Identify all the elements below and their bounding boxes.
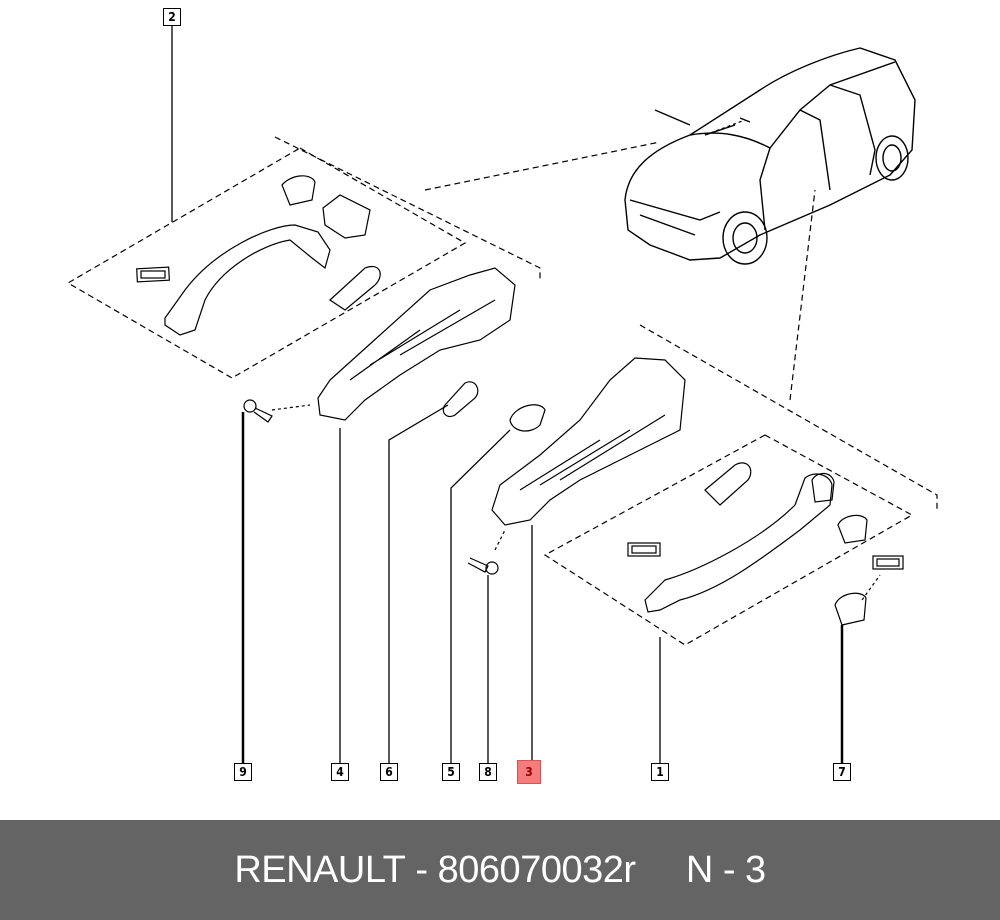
callout-6[interactable]: 6: [380, 763, 398, 781]
footer-gap: [636, 849, 686, 892]
car-illustration: [624, 47, 916, 265]
callout-1[interactable]: 1: [651, 763, 669, 781]
callout-3-highlighted[interactable]: 3: [517, 760, 541, 784]
right-group-box: [543, 189, 938, 646]
parts-diagram: [66, 26, 938, 763]
callout-9[interactable]: 9: [234, 763, 252, 781]
leader-lines: [171, 26, 844, 763]
assembly-arrows: [271, 119, 881, 601]
left-handle-parts: [136, 175, 516, 423]
footer-brand: RENAULT: [234, 848, 406, 891]
footer-part-number: 806070032r: [437, 848, 636, 891]
footer-position: N - 3: [685, 848, 766, 891]
footer-bar: RENAULT - 806070032r N - 3: [0, 820, 1000, 920]
callout-5[interactable]: 5: [442, 763, 460, 781]
footer-separator: -: [405, 848, 438, 891]
callout-4[interactable]: 4: [331, 763, 349, 781]
right-handle-parts: [467, 357, 904, 626]
left-group-box: [66, 136, 661, 379]
callout-8[interactable]: 8: [479, 763, 497, 781]
callout-2[interactable]: 2: [163, 8, 181, 26]
callout-7[interactable]: 7: [833, 763, 851, 781]
